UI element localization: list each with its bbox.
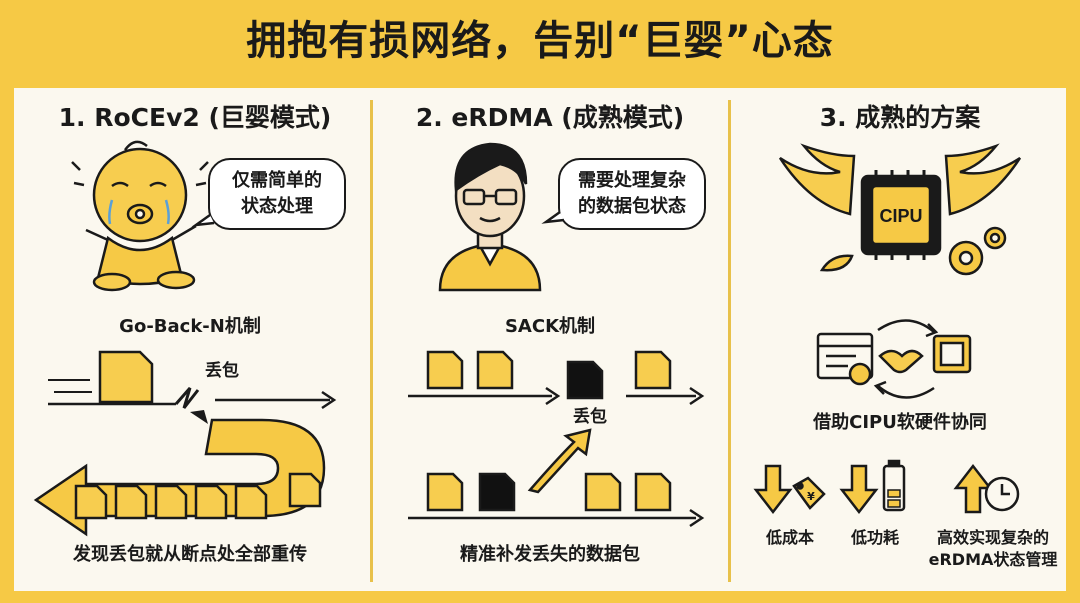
section-1-caption: 发现丢包就从断点处全部重传 <box>73 544 307 565</box>
arrowhead <box>321 390 337 410</box>
section-3-heading: 3. 成熟的方案 <box>819 103 981 132</box>
bubble-1-tail <box>191 213 215 227</box>
section-1-mechanism: Go-Back-N机制 <box>119 316 261 337</box>
bubble-1-line-1: 仅需简单的 <box>232 170 322 191</box>
benefit-efficient-line-1: 高效实现复杂的 <box>936 528 1049 547</box>
retransmit-arrow <box>527 428 592 494</box>
arrowhead <box>689 508 705 528</box>
section-2-mechanism: SACK机制 <box>504 316 596 337</box>
crying-baby-icon <box>71 140 209 292</box>
price-tag-symbol: ¥ <box>807 490 815 503</box>
bubble-1-line-2: 状态处理 <box>241 196 313 217</box>
benefit-low-cost: 低成本 <box>765 528 814 547</box>
packet-icon <box>584 472 622 512</box>
lost-packet-icon <box>566 360 604 400</box>
drop-arrow-icon <box>190 410 208 424</box>
packet-icon <box>476 350 514 390</box>
section-1-speech-bubble: 仅需简单的 状态处理 <box>208 158 346 230</box>
arrowhead <box>545 386 561 406</box>
software-hardware-collab-icon <box>816 319 972 399</box>
resend-packets <box>74 472 322 520</box>
section-2-caption: 精准补发丢失的数据包 <box>460 544 640 565</box>
lost-packet-icon <box>478 472 516 512</box>
packet-icon <box>634 350 672 390</box>
section-2-speech-bubble: 需要处理复杂 的数据包状态 <box>558 158 706 230</box>
man-with-glasses-icon <box>438 142 542 292</box>
collab-label: 借助CIPU软硬件协同 <box>813 412 987 433</box>
section-2-drop-label: 丢包 <box>573 407 607 427</box>
lightning-break-icon <box>174 387 200 409</box>
benefit-efficient-line-2: eRDMA状态管理 <box>928 550 1058 569</box>
section-2-flow <box>408 386 705 528</box>
bubble-2-line-1: 需要处理复杂 <box>578 170 686 191</box>
divider-2 <box>728 100 731 582</box>
section-1-heading: 1. RoCEv2 (巨婴模式) <box>58 103 332 132</box>
resent-packet-icon <box>288 472 322 508</box>
efficiency-clock-icon <box>953 463 1020 514</box>
arrowhead <box>689 386 705 406</box>
section-2-heading: 2. eRDMA (成熟模式) <box>415 103 685 132</box>
packet-icon <box>634 472 672 512</box>
bubble-2-tail <box>541 210 565 224</box>
packet-icon <box>98 350 154 404</box>
low-power-icon <box>839 459 906 515</box>
section-1-drop-label: 丢包 <box>205 361 239 381</box>
packet-icon <box>426 350 464 390</box>
divider-1 <box>370 100 373 582</box>
packet-icon <box>426 472 464 512</box>
resent-packet-icon <box>154 484 188 520</box>
bubble-2-line-2: 的数据包状态 <box>578 196 686 217</box>
resent-packet-icon <box>234 484 268 520</box>
chip-label: CIPU <box>879 206 922 226</box>
title-band <box>0 0 1080 88</box>
benefit-low-power: 低功耗 <box>850 528 899 547</box>
section-2-packets <box>426 350 672 512</box>
low-cost-icon <box>753 464 826 515</box>
resent-packet-icon <box>74 484 108 520</box>
winged-cipu-chip-icon <box>778 143 1022 276</box>
resent-packet-icon <box>114 484 148 520</box>
resent-packet-icon <box>194 484 228 520</box>
page-title: 拥抱有损网络，告别“巨婴”心态 <box>246 18 834 64</box>
